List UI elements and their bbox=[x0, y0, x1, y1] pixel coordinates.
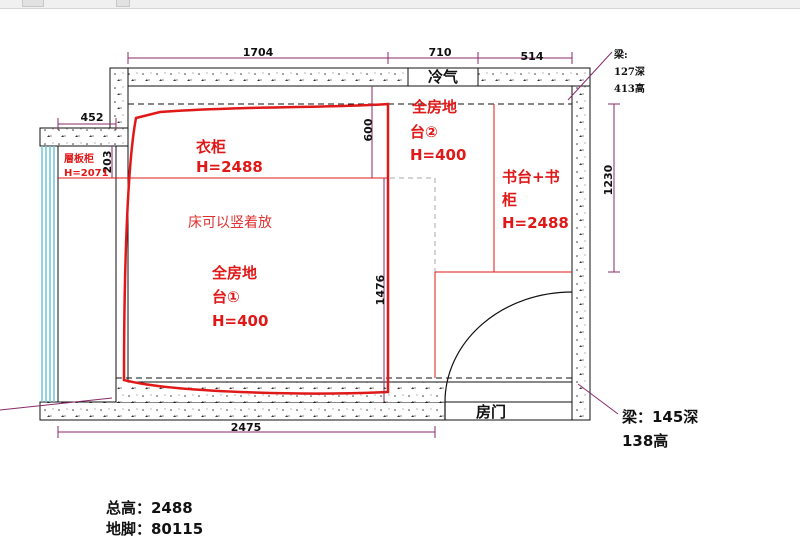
door-swing bbox=[444, 291, 573, 420]
dim-top-left: 1704 bbox=[243, 46, 274, 59]
dim-left-ledge: 452 bbox=[81, 111, 104, 124]
hand-drawn-outline bbox=[122, 102, 390, 395]
gray-dashed-box bbox=[390, 177, 436, 272]
beam-top-title: 梁: bbox=[613, 48, 628, 61]
dim-top-mid: 710 bbox=[429, 46, 452, 59]
beam-top-depth: 127深 bbox=[614, 65, 645, 78]
wardrobe-name: 衣柜 bbox=[196, 138, 226, 156]
platform1-line1: 全房地 bbox=[211, 264, 257, 282]
dim-right-height: 1230 bbox=[602, 164, 615, 195]
laminate-cabinet-label: 層板柜 bbox=[64, 152, 94, 165]
door-label: 房门 bbox=[476, 403, 506, 421]
platform2-height: H=400 bbox=[410, 146, 466, 164]
dim-top-right: 514 bbox=[521, 50, 544, 63]
platform2-line2: 台② bbox=[410, 123, 438, 141]
toolbar-button-a[interactable] bbox=[22, 0, 44, 7]
platform2-line1: 全房地 bbox=[411, 98, 457, 116]
dashed-guides bbox=[116, 103, 572, 379]
desk-height: H=2488 bbox=[502, 214, 569, 232]
toolbar-strip bbox=[0, 0, 800, 9]
dim-bottom: 2475 bbox=[231, 421, 262, 434]
aircon-label: 冷气 bbox=[428, 68, 458, 86]
laminate-cabinet-height: H=2071 bbox=[64, 168, 109, 179]
toolbar-button-b[interactable] bbox=[116, 0, 130, 7]
platform1-height: H=400 bbox=[212, 312, 268, 330]
platform1-line2: 台① bbox=[212, 288, 240, 306]
floor-plan-diagram: 1704 710 514 452 2475 600 1476 203 1230 … bbox=[0, 46, 698, 450]
dim-203: 203 bbox=[101, 151, 114, 174]
footer-second-line: 地脚：80115 bbox=[106, 520, 204, 538]
bed-note: 床可以竖着放 bbox=[188, 215, 272, 231]
total-height-text: 总高：2488 bbox=[106, 499, 193, 517]
dim-wardrobe-depth: 600 bbox=[362, 118, 375, 141]
dimension-lines bbox=[0, 51, 620, 438]
beam-top-height: 413高 bbox=[614, 82, 645, 95]
beam-bottom-line2: 138高 bbox=[622, 432, 668, 450]
window-strip bbox=[41, 146, 55, 402]
dim-platform-height: 1476 bbox=[374, 274, 387, 305]
desk-line2: 柜 bbox=[501, 191, 517, 209]
desk-line1: 书台+书 bbox=[502, 168, 560, 186]
wardrobe-height: H=2488 bbox=[196, 158, 263, 176]
beam-bottom-line1: 梁：145深 bbox=[621, 408, 698, 426]
walls bbox=[39, 67, 591, 421]
